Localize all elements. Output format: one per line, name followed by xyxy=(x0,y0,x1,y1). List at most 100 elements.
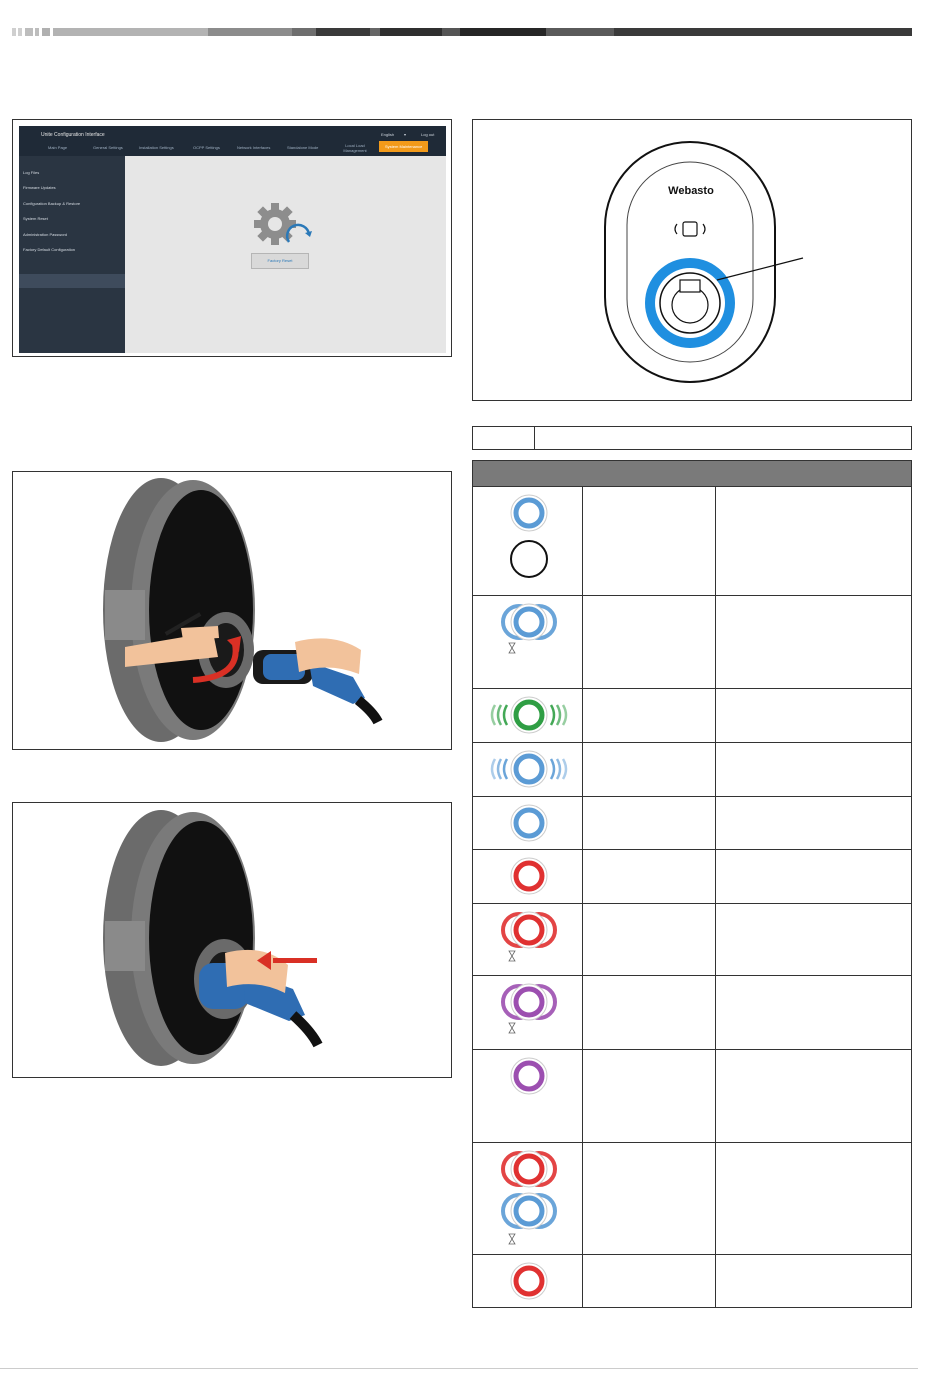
led-row xyxy=(473,796,911,849)
led-state-cell xyxy=(582,1143,583,1254)
led-indicator xyxy=(490,750,568,788)
led-meaning-cell xyxy=(715,797,716,849)
rfid-icon xyxy=(682,221,698,237)
led-indicator xyxy=(510,857,548,895)
led-red-solid-icon xyxy=(510,857,548,895)
logout-link[interactable]: Log out xyxy=(421,132,435,137)
led-red-pulsing-icon xyxy=(501,911,557,949)
led-state-cell xyxy=(582,797,583,849)
led-row xyxy=(473,1142,911,1254)
sidebar-item-firmware-updates[interactable]: Firmware Updates xyxy=(23,185,56,190)
tab-standalone-mode[interactable]: Standalone Mode xyxy=(287,145,319,150)
led-meaning-cell xyxy=(715,904,716,975)
led-blue-solid-icon xyxy=(510,494,548,532)
led-indicator xyxy=(510,1262,548,1300)
brand-logo: Webasto xyxy=(668,185,714,197)
charger-side-illustration xyxy=(103,478,383,742)
sidebar-item-config-backup[interactable]: Configuration Backup & Restore xyxy=(23,201,81,206)
unlock-socket-figure xyxy=(12,471,452,750)
led-row xyxy=(473,903,911,975)
sidebar-item-factory-default[interactable]: Factory Default Configuration xyxy=(23,247,76,252)
led-indicator xyxy=(510,804,548,842)
led-row xyxy=(473,849,911,903)
language-select[interactable]: English xyxy=(381,132,395,137)
led-green-flowing-icon xyxy=(490,696,568,734)
led-indicator xyxy=(501,603,557,654)
tab-system-maintenance[interactable]: System Maintenance xyxy=(379,141,429,152)
led-row xyxy=(473,742,911,796)
led-blue-flowing-icon xyxy=(490,750,568,788)
led-row xyxy=(473,688,911,742)
led-blue-pulsing-icon xyxy=(501,1192,557,1230)
led-indicator xyxy=(490,696,568,734)
led-state-cell xyxy=(582,1050,583,1142)
plug-connector-figure xyxy=(12,802,452,1078)
led-meaning-cell xyxy=(715,1255,716,1307)
led-row xyxy=(473,486,911,595)
led-state-cell xyxy=(582,487,583,595)
led-state-cell xyxy=(582,904,583,975)
led-meaning-cell xyxy=(715,976,716,1049)
led-meaning-cell xyxy=(715,596,716,688)
tab-local-load-management[interactable]: Local Load Management xyxy=(343,143,367,153)
gear-reset-icon xyxy=(254,203,312,245)
factory-reset-button[interactable]: Factory Reset xyxy=(251,253,309,269)
hourglass-icon xyxy=(508,950,516,962)
tab-main-page[interactable]: Main Page xyxy=(48,145,68,150)
tab-network-interfaces[interactable]: Network Interfaces xyxy=(237,145,271,150)
led-purple-pulsing-icon xyxy=(501,983,557,1021)
footer-rule xyxy=(0,1368,918,1369)
led-indicator xyxy=(501,911,557,962)
led-status-table xyxy=(472,460,912,1308)
hourglass-icon xyxy=(508,1022,516,1034)
led-meaning-cell xyxy=(715,487,716,595)
config-ui-screen: Unite Configuration Interface English ▾ … xyxy=(19,126,446,353)
charger-plug-illustration xyxy=(103,810,323,1066)
led-row xyxy=(473,595,911,688)
led-meaning-cell xyxy=(715,850,716,903)
led-state-cell xyxy=(582,743,583,796)
led-row xyxy=(473,1254,911,1307)
led-meaning-cell xyxy=(715,689,716,742)
led-meaning-cell xyxy=(715,743,716,796)
led-indicator xyxy=(510,494,548,578)
legend-number-cell xyxy=(473,427,535,449)
led-table-header xyxy=(473,461,911,486)
sidebar-item-log-files[interactable]: Log Files xyxy=(23,170,40,175)
charger-front-illustration: Webasto xyxy=(604,141,804,383)
led-row xyxy=(473,1049,911,1142)
tab-installation-settings[interactable]: Installation Settings xyxy=(139,145,174,150)
led-state-cell xyxy=(582,850,583,903)
config-ui-figure: Unite Configuration Interface English ▾ … xyxy=(12,119,452,357)
sidebar-item-system-reset[interactable]: System Reset xyxy=(23,216,48,221)
header-bar xyxy=(12,28,912,36)
tab-ocpp-settings[interactable]: OCPP Settings xyxy=(193,145,220,150)
led-blue-solid-icon xyxy=(510,804,548,842)
sidebar-item-admin-password[interactable]: Administration Password xyxy=(23,232,68,237)
hourglass-icon xyxy=(508,1233,516,1245)
callout-line xyxy=(716,257,804,281)
ui-topbar: Unite Configuration Interface English ▾ … xyxy=(19,126,446,156)
led-purple-solid-icon xyxy=(510,1057,548,1095)
led-off-icon xyxy=(510,540,548,578)
led-meaning-cell xyxy=(715,1050,716,1142)
charger-front-figure: Webasto xyxy=(472,119,912,401)
led-indicator xyxy=(501,983,557,1034)
chevron-down-icon[interactable]: ▾ xyxy=(404,132,407,137)
tab-general-settings[interactable]: General Settings xyxy=(93,145,123,150)
led-state-cell xyxy=(582,689,583,742)
led-indicator xyxy=(510,1057,548,1095)
led-indicator xyxy=(501,1150,557,1245)
sidebar-selection xyxy=(19,274,125,288)
led-state-cell xyxy=(582,1255,583,1307)
ui-sidebar: Log Files Firmware Updates Configuration… xyxy=(19,156,125,353)
ui-title: Unite Configuration Interface xyxy=(41,132,105,138)
led-red-solid-icon xyxy=(510,1262,548,1300)
led-red-pulsing-icon xyxy=(501,1150,557,1188)
legend-table xyxy=(472,426,912,450)
led-meaning-cell xyxy=(715,1143,716,1254)
led-state-cell xyxy=(582,976,583,1049)
led-blue-pulsing-icon xyxy=(501,603,557,641)
hourglass-icon xyxy=(508,642,516,654)
led-row xyxy=(473,975,911,1049)
